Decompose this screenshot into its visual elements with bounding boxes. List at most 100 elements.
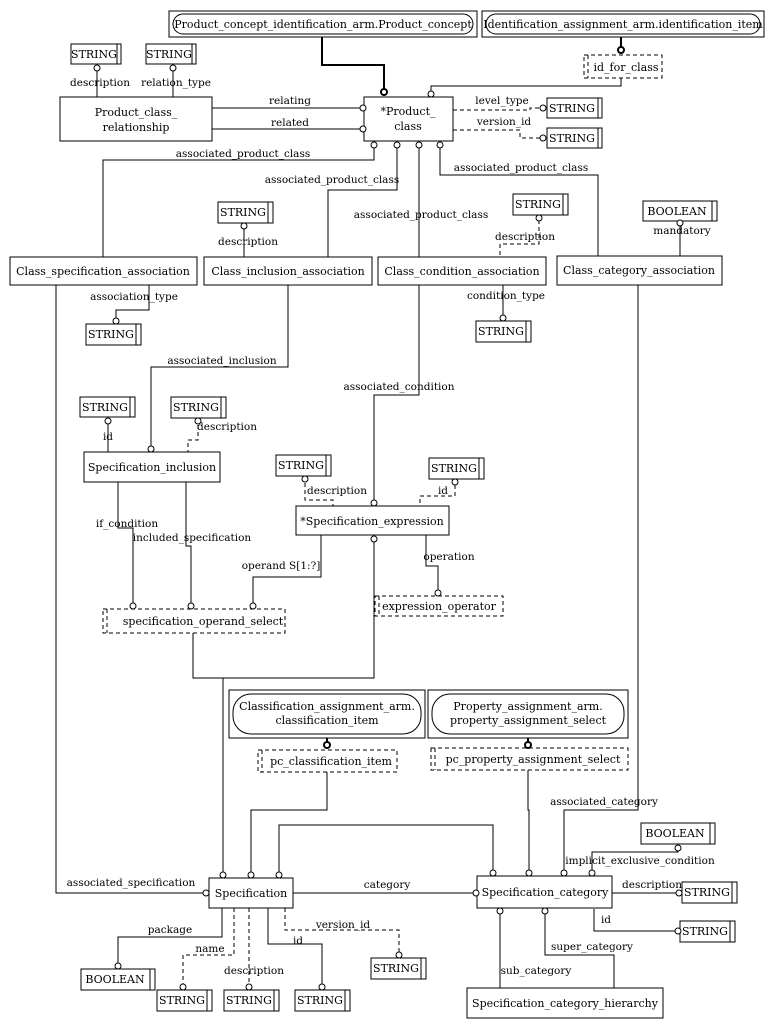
specification-operand-select-label: specification_operand_select bbox=[123, 615, 284, 628]
product-class-entity[interactable]: *Product_ class bbox=[363, 96, 454, 142]
string-label: STRING bbox=[173, 401, 219, 414]
specification-inclusion-label: Specification_inclusion bbox=[88, 461, 216, 474]
label-associated-condition: associated_condition bbox=[344, 381, 455, 393]
select-to-specification-line bbox=[192, 633, 224, 878]
apc-line-specification bbox=[102, 146, 375, 257]
label-apc-2: associated_product_class bbox=[265, 174, 399, 186]
string-label: STRING bbox=[478, 325, 524, 338]
pc-classification-item-label: pc_classification_item bbox=[270, 755, 392, 768]
specification-expression-label: *Specification_expression bbox=[300, 515, 444, 528]
string-label: STRING bbox=[71, 48, 117, 61]
string-type-relation-type[interactable]: STRING bbox=[145, 43, 197, 65]
boolean-label: BOOLEAN bbox=[645, 827, 705, 840]
specification-inclusion-entity[interactable]: Specification_inclusion bbox=[83, 451, 221, 483]
property-reference-line1: Property_assignment_arm. bbox=[453, 700, 602, 713]
label-associated-specification: associated_specification bbox=[67, 877, 196, 889]
string-type-sc-id[interactable]: STRING bbox=[679, 920, 736, 943]
pc-property-assignment-select[interactable]: pc_property_assignment_select bbox=[430, 747, 629, 771]
included-specification-line bbox=[185, 482, 192, 605]
string-label: STRING bbox=[159, 994, 205, 1007]
identification-item-reference[interactable]: Identification_assignment_arm.identifica… bbox=[481, 10, 765, 38]
product-class-line1: *Product_ bbox=[381, 105, 436, 118]
string-type-association-type[interactable]: STRING bbox=[85, 323, 142, 346]
boolean-type-implicit-exclusive[interactable]: BOOLEAN bbox=[640, 822, 716, 845]
string-type-cca-description[interactable]: STRING bbox=[512, 193, 569, 216]
class-specification-association-label: Class_specification_association bbox=[16, 265, 190, 278]
product-class-relationship-entity[interactable]: Product_class_ relationship bbox=[59, 96, 213, 142]
label-spec-id: id bbox=[293, 935, 303, 947]
property-reference-line2: property_assignment_select bbox=[450, 714, 607, 727]
spec-version-id-line bbox=[284, 908, 400, 955]
string-type-version-id[interactable]: STRING bbox=[546, 127, 603, 149]
label-apc-1: associated_product_class bbox=[176, 148, 310, 160]
class-specification-association-entity[interactable]: Class_specification_association bbox=[9, 256, 198, 286]
label-super-category: super_category bbox=[551, 941, 633, 953]
se-description-line bbox=[304, 476, 334, 506]
string-type-spec-version-id[interactable]: STRING bbox=[370, 957, 427, 980]
product-class-relationship-line1: Product_class_ bbox=[95, 106, 178, 119]
specification-operand-select[interactable]: specification_operand_select bbox=[102, 608, 286, 634]
boolean-type-package[interactable]: BOOLEAN bbox=[80, 968, 156, 991]
product-concept-reference[interactable]: Product_concept_identification_arm.Produ… bbox=[168, 10, 478, 38]
pc-classification-item-select[interactable]: pc_classification_item bbox=[257, 749, 398, 773]
classification-item-reference[interactable]: Classification_assignment_arm. classific… bbox=[228, 689, 426, 739]
string-label: STRING bbox=[549, 102, 595, 115]
label-operation: operation bbox=[423, 551, 474, 563]
string-type-cia-description[interactable]: STRING bbox=[217, 201, 274, 224]
label-pcr-description: description bbox=[70, 77, 130, 89]
label-name: name bbox=[195, 943, 224, 955]
label-package: package bbox=[148, 924, 192, 936]
string-type-si-id[interactable]: STRING bbox=[79, 396, 136, 418]
specification-category-hierarchy-entity[interactable]: Specification_category_hierarchy bbox=[466, 987, 664, 1019]
id-for-class-line bbox=[430, 78, 622, 94]
associated-specification-line bbox=[55, 285, 205, 894]
string-type-level-type[interactable]: STRING bbox=[546, 97, 603, 119]
string-label: STRING bbox=[82, 401, 128, 414]
expression-operator-type[interactable]: expression_operator bbox=[374, 595, 504, 617]
pc-class-to-spec-line bbox=[250, 772, 328, 874]
label-if-condition: if_condition bbox=[96, 518, 158, 530]
specification-expression-entity[interactable]: *Specification_expression bbox=[295, 505, 450, 536]
string-type-spec-id[interactable]: STRING bbox=[294, 989, 351, 1012]
string-label: STRING bbox=[146, 48, 192, 61]
label-implicit-exclusive-condition: implicit_exclusive_condition bbox=[565, 855, 715, 867]
boolean-label: BOOLEAN bbox=[85, 973, 145, 986]
relationship-lines bbox=[55, 35, 681, 988]
label-associated-inclusion: associated_inclusion bbox=[167, 355, 276, 367]
label-category: category bbox=[364, 879, 411, 891]
version-id-line bbox=[453, 129, 543, 139]
label-associated-category: associated_category bbox=[550, 796, 658, 808]
label-se-id: id bbox=[438, 485, 448, 497]
classification-reference-line1: Classification_assignment_arm. bbox=[239, 700, 415, 713]
string-type-si-description[interactable]: STRING bbox=[170, 396, 227, 419]
id-for-class-select[interactable]: id_for_class bbox=[583, 54, 663, 79]
simple-types: STRING STRING STRING STRING STRING STRIN… bbox=[70, 43, 738, 1012]
string-type-spec-name[interactable]: STRING bbox=[156, 989, 213, 1012]
specification-entity[interactable]: Specification bbox=[208, 877, 294, 909]
string-type-pcr-description[interactable]: STRING bbox=[70, 43, 122, 65]
string-type-se-description[interactable]: STRING bbox=[275, 454, 332, 477]
property-assignment-reference[interactable]: Property_assignment_arm. property_assign… bbox=[427, 689, 629, 739]
name-line bbox=[182, 908, 235, 987]
class-condition-association-entity[interactable]: Class_condition_association bbox=[377, 256, 547, 286]
specification-category-entity[interactable]: Specification_category bbox=[476, 875, 613, 909]
spec-id-line bbox=[267, 908, 323, 987]
boolean-type-mandatory[interactable]: BOOLEAN bbox=[642, 200, 718, 222]
string-label: STRING bbox=[431, 462, 477, 475]
class-inclusion-association-label: Class_inclusion_association bbox=[211, 265, 364, 278]
label-si-id: id bbox=[103, 431, 113, 443]
class-inclusion-association-entity[interactable]: Class_inclusion_association bbox=[203, 256, 373, 286]
string-type-condition-type[interactable]: STRING bbox=[475, 320, 532, 343]
label-sub-category: sub_category bbox=[501, 965, 572, 977]
label-relating: relating bbox=[269, 95, 311, 107]
string-type-sc-description[interactable]: STRING bbox=[681, 881, 738, 904]
string-label: STRING bbox=[88, 328, 134, 341]
string-type-se-id[interactable]: STRING bbox=[428, 457, 485, 480]
class-category-association-label: Class_category_association bbox=[563, 264, 715, 277]
expression-to-select-line bbox=[223, 538, 375, 679]
identification-item-reference-label: Identification_assignment_arm.identifica… bbox=[483, 18, 763, 31]
label-level-type: level_type bbox=[475, 95, 528, 107]
string-type-spec-description[interactable]: STRING bbox=[223, 989, 280, 1012]
class-category-association-entity[interactable]: Class_category_association bbox=[556, 255, 723, 286]
